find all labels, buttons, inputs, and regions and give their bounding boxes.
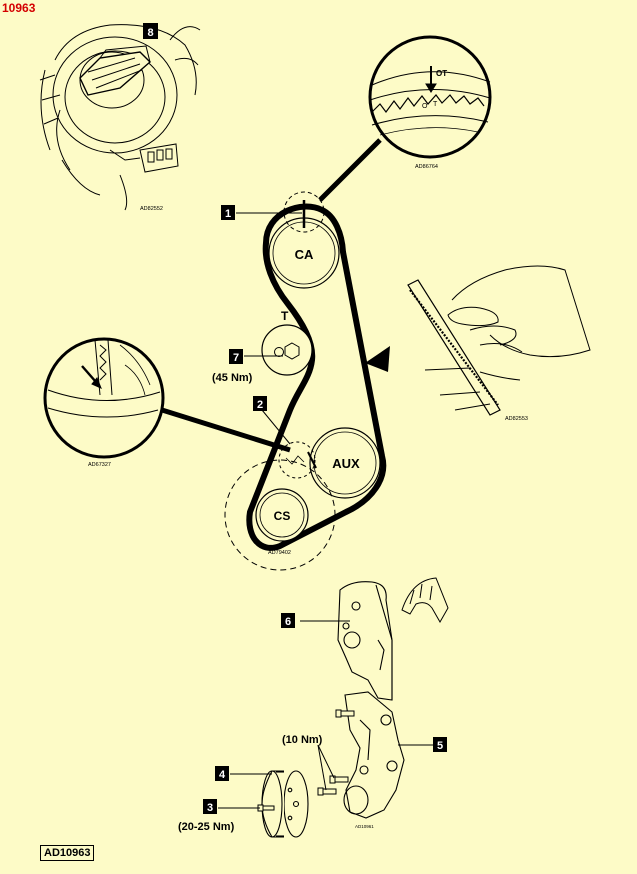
upper-cover	[337, 581, 393, 701]
camshaft-mark-zone	[283, 191, 325, 233]
torque-pulley: (20-25 Nm)	[178, 821, 235, 833]
crankshaft-zone	[224, 459, 336, 571]
sensor-inset	[39, 24, 201, 211]
callout-4: 4	[219, 769, 226, 781]
leader-2	[261, 409, 291, 445]
code-right: AD82553	[505, 416, 528, 422]
inset-leader-top	[318, 138, 382, 202]
camshaft-label: CA	[295, 247, 314, 262]
timing-belt	[246, 203, 387, 551]
pulley-bolt	[257, 804, 275, 812]
rotation-arrow	[365, 346, 390, 372]
tensioner-notch-inset	[43, 337, 165, 459]
crank-pulley	[261, 770, 309, 838]
bracket-bolts	[317, 709, 355, 796]
code-main: AD79402	[268, 550, 291, 556]
callout-7: 7	[233, 352, 239, 364]
crankshaft-pulley	[255, 488, 309, 542]
tdc-mark-label: OT	[436, 69, 447, 78]
callout-1: 1	[225, 208, 231, 220]
callout-8: 8	[147, 27, 153, 39]
notch-detail	[285, 455, 305, 465]
inset-leader-left	[161, 407, 291, 453]
belt-check-inset	[407, 265, 591, 416]
callout-3: 3	[207, 802, 213, 814]
tooth-mark-o: O	[422, 103, 428, 110]
cover-segment	[401, 577, 449, 624]
callout-2: 2	[257, 399, 263, 411]
tensioner-label: T	[281, 309, 289, 323]
lower-bracket	[343, 691, 405, 819]
leader-torque-bolt-a	[317, 744, 335, 779]
camshaft-pulley	[268, 200, 340, 289]
code-top-left: AD82552	[140, 206, 163, 212]
auxiliary-pulley	[307, 427, 381, 499]
figure-reference: 10963	[2, 1, 36, 15]
code-bottom: AD10961	[355, 824, 374, 829]
callout-5: 5	[437, 740, 443, 752]
torque-tensioner: (45 Nm)	[212, 372, 253, 384]
callout-boxes	[143, 23, 447, 814]
timing-mark-inset	[368, 35, 492, 159]
tooth-mark-t: T	[433, 101, 438, 108]
tensioner-pulley	[261, 324, 313, 376]
callout-6: 6	[285, 616, 291, 628]
auxiliary-label: AUX	[332, 456, 360, 471]
figure-stamp: AD10963	[40, 845, 95, 861]
leader-torque-bolt-b	[317, 744, 327, 791]
code-left: AD67327	[88, 462, 111, 468]
crankshaft-label: CS	[274, 509, 291, 523]
code-top-right: AD86764	[415, 164, 438, 170]
tensioner-notch-zone	[278, 441, 316, 479]
torque-bracket: (10 Nm)	[282, 734, 323, 746]
